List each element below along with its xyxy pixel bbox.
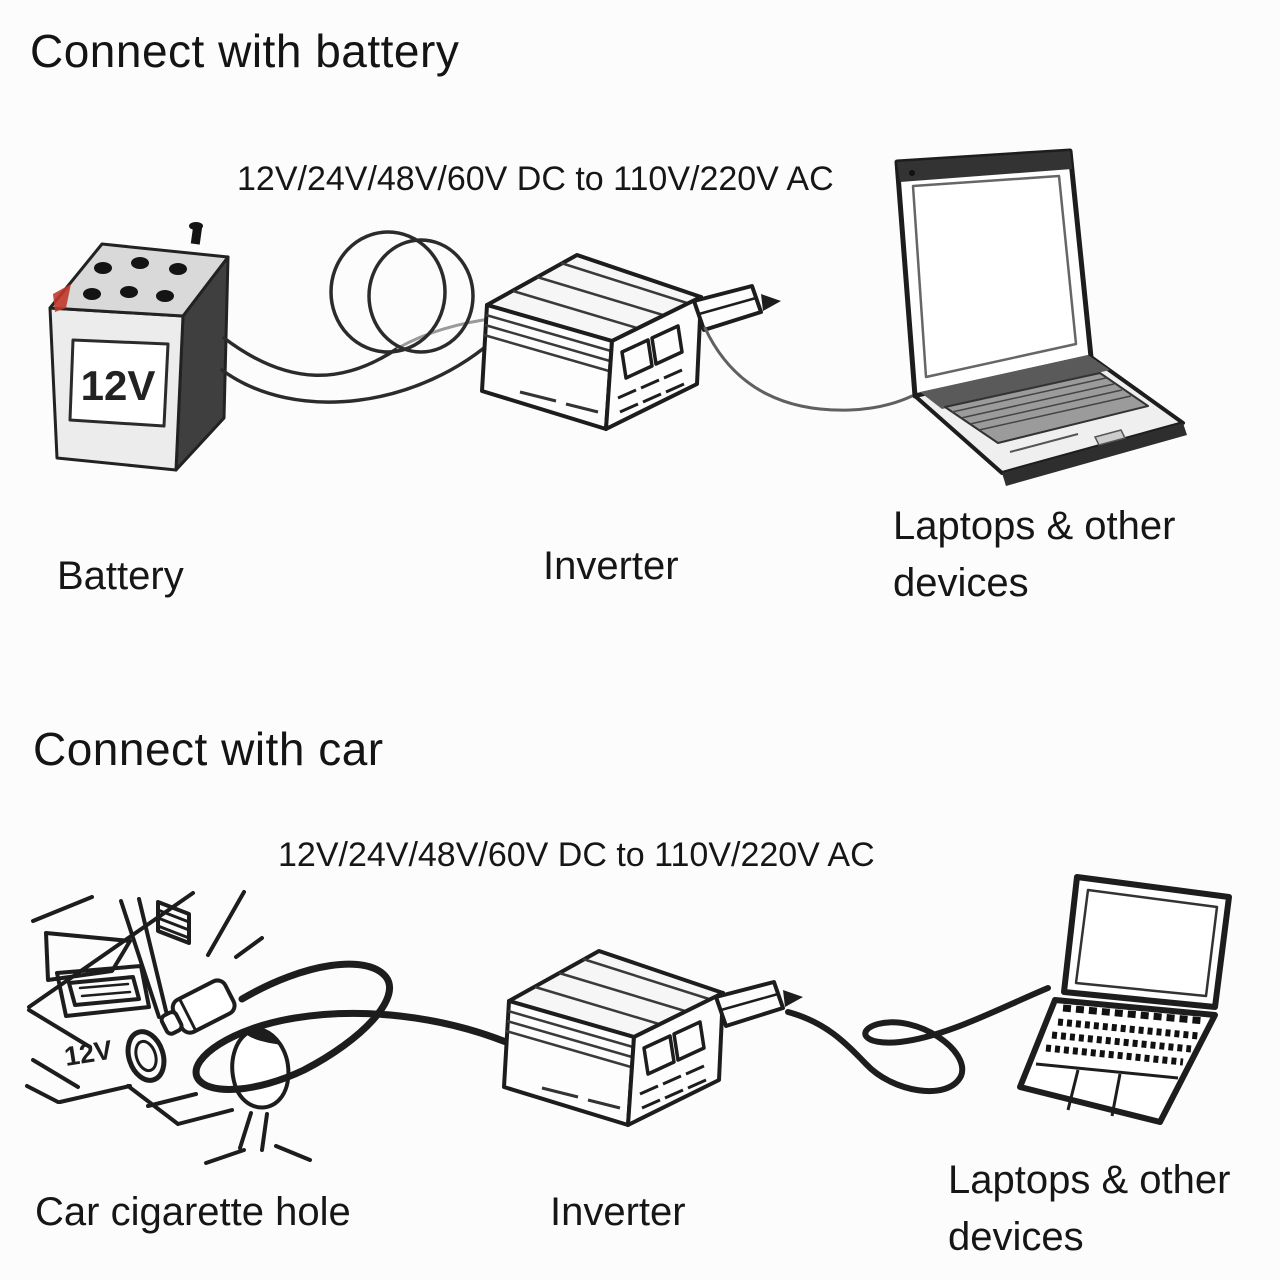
socket-voltage-label: 12V (62, 1035, 114, 1072)
battery-illustration: 12V (48, 222, 230, 472)
battery-caption: Battery (57, 554, 184, 598)
gear-shifter (204, 1027, 312, 1165)
inverter-caption-car: Inverter (550, 1190, 686, 1234)
inverter-to-laptop-cable-car (785, 985, 1051, 1095)
inverter-caption: Inverter (543, 544, 679, 588)
laptop-illustration (894, 148, 1187, 486)
inverter-to-laptop-cable (703, 326, 914, 412)
car-section-heading: Connect with car (33, 723, 384, 775)
battery-to-inverter-cable (220, 230, 500, 404)
devices-caption-car: Laptops & other devices (948, 1158, 1231, 1259)
battery-section-heading: Connect with battery (30, 25, 460, 77)
battery-section-conversion-note: 12V/24V/48V/60V DC to 110V/220V AC (237, 160, 834, 198)
cigarette-socket-ring (125, 1029, 167, 1083)
battery-post-terminal (189, 222, 203, 245)
car-dashboard-illustration: 12V (25, 890, 312, 1165)
devices-caption: Laptops & other devices (893, 504, 1176, 605)
battery-cell-caps (83, 257, 187, 302)
cigarette-hole-caption: Car cigarette hole (35, 1190, 351, 1234)
cigarette-plug (159, 978, 237, 1036)
battery-voltage-label: 12V (81, 362, 156, 409)
inverter-illustration (480, 253, 783, 431)
battery-red-terminal (53, 284, 71, 312)
car-section-conversion-note: 12V/24V/48V/60V DC to 110V/220V AC (278, 836, 875, 874)
plug-to-inverter-cable (192, 960, 510, 1093)
laptop-illustration-car (1017, 874, 1232, 1125)
inverter-illustration-car (502, 949, 805, 1127)
